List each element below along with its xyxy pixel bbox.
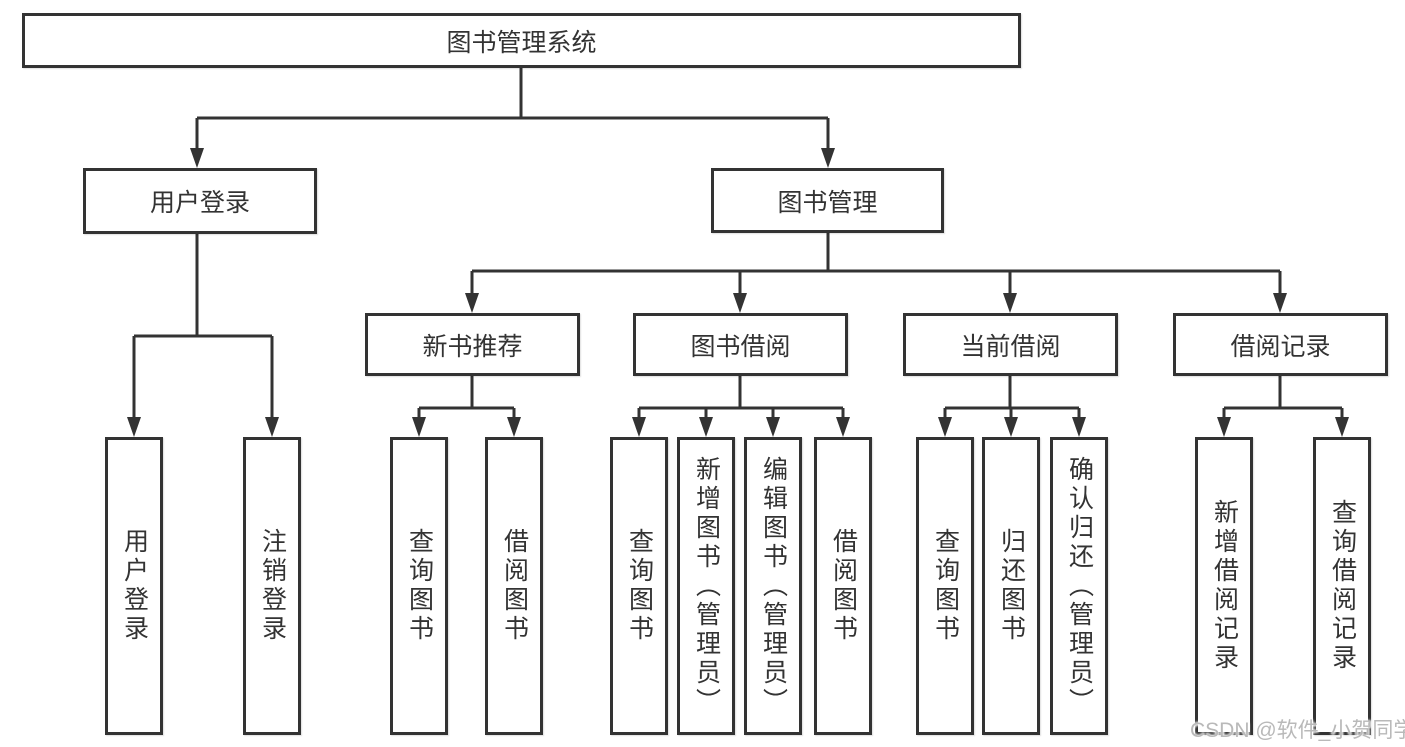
arrowhead-icon xyxy=(836,417,850,437)
node-label: 确认归还（管理员） xyxy=(1065,455,1094,717)
arrowhead-icon xyxy=(190,148,204,168)
arrowhead-icon xyxy=(1217,417,1231,437)
node-label: 用户登录 xyxy=(120,528,149,644)
watermark: CSDN @软件_小贺同学 xyxy=(1190,719,1405,742)
node-label: 注销登录 xyxy=(258,528,287,644)
node-label: 查询图书 xyxy=(625,528,654,644)
arrowhead-icon xyxy=(1003,293,1017,313)
node-leaf-query-books-2: 查询图书 xyxy=(610,437,668,735)
node-label: 用户登录 xyxy=(149,189,250,217)
node-label: 归还图书 xyxy=(997,528,1026,644)
node-label: 查询借阅记录 xyxy=(1328,499,1357,673)
arrowhead-icon xyxy=(1335,417,1349,437)
arrowhead-icon xyxy=(507,417,521,437)
node-book-borrowing: 图书借阅 xyxy=(633,313,848,376)
arrowhead-icon xyxy=(465,293,479,313)
node-leaf-return-book: 归还图书 xyxy=(982,437,1040,735)
arrowhead-icon xyxy=(127,417,141,437)
node-leaf-add-borrow-record: 新增借阅记录 xyxy=(1195,437,1253,735)
arrowhead-icon xyxy=(821,148,835,168)
arrowhead-icon xyxy=(699,417,713,437)
node-label: 新增图书（管理员） xyxy=(692,455,721,717)
node-label: 图书管理 xyxy=(777,188,878,217)
node-root: 图书管理系统 xyxy=(22,13,1021,68)
arrowhead-icon xyxy=(632,417,646,437)
node-leaf-edit-book-admin: 编辑图书（管理员） xyxy=(744,437,802,735)
node-label: 查询图书 xyxy=(405,528,434,644)
arrowhead-icon xyxy=(938,417,952,437)
arrowhead-icon xyxy=(766,417,780,437)
arrowhead-icon xyxy=(265,417,279,437)
arrowhead-icon xyxy=(412,417,426,437)
node-borrowing-records: 借阅记录 xyxy=(1173,313,1388,376)
arrowhead-icon xyxy=(1072,417,1086,437)
node-leaf-add-book-admin: 新增图书（管理员） xyxy=(677,437,735,735)
node-label: 新书推荐 xyxy=(422,332,523,361)
node-leaf-user-login: 用户登录 xyxy=(105,437,163,735)
node-leaf-borrow-books-1: 借阅图书 xyxy=(485,437,543,735)
node-leaf-query-books-1: 查询图书 xyxy=(390,437,448,735)
node-label: 图书借阅 xyxy=(690,332,791,361)
node-leaf-logout: 注销登录 xyxy=(243,437,301,735)
arrowhead-icon xyxy=(733,293,747,313)
arrowhead-icon xyxy=(1273,293,1287,313)
node-label: 编辑图书（管理员） xyxy=(759,455,788,717)
node-label: 新增借阅记录 xyxy=(1210,499,1239,673)
node-label: 借阅图书 xyxy=(829,528,858,644)
node-label: 借阅图书 xyxy=(500,528,529,644)
node-new-book-recommend: 新书推荐 xyxy=(365,313,580,376)
arrowhead-icon xyxy=(1004,417,1018,437)
node-label: 查询图书 xyxy=(931,528,960,644)
node-leaf-confirm-return-admin: 确认归还（管理员） xyxy=(1050,437,1108,735)
node-leaf-query-books-3: 查询图书 xyxy=(916,437,974,735)
node-label: 图书管理系统 xyxy=(446,28,597,57)
node-label: 借阅记录 xyxy=(1230,332,1331,361)
node-book-management: 图书管理 xyxy=(711,168,944,233)
node-leaf-borrow-books-2: 借阅图书 xyxy=(814,437,872,735)
node-leaf-query-borrow-record: 查询借阅记录 xyxy=(1313,437,1371,735)
node-user-login: 用户登录 xyxy=(83,168,317,234)
node-label: 当前借阅 xyxy=(960,332,1061,361)
node-current-borrowing: 当前借阅 xyxy=(903,313,1118,376)
